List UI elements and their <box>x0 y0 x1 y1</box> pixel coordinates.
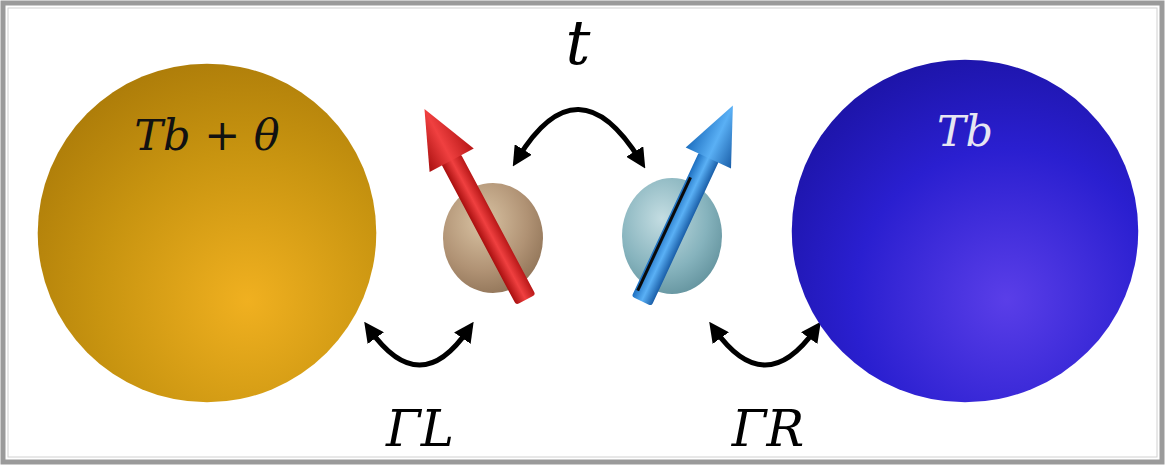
temperature-label: Tb + θ <box>36 110 378 160</box>
reservoir-sphere: Tb <box>790 58 1140 404</box>
hopping-arrow <box>518 109 640 160</box>
blue-spin-arrow <box>619 95 756 312</box>
coupling-label: ΓR <box>732 400 804 458</box>
coupling-label: ΓL <box>386 400 454 458</box>
red-spin-arrow <box>402 97 548 311</box>
left-coupling-arrow <box>370 330 468 365</box>
frame <box>3 3 1162 462</box>
reservoir-sphere: Tb + θ <box>36 62 378 404</box>
temperature-label: Tb <box>790 106 1140 156</box>
coupling-label: t <box>566 6 591 79</box>
right-coupling-arrow <box>715 330 815 365</box>
